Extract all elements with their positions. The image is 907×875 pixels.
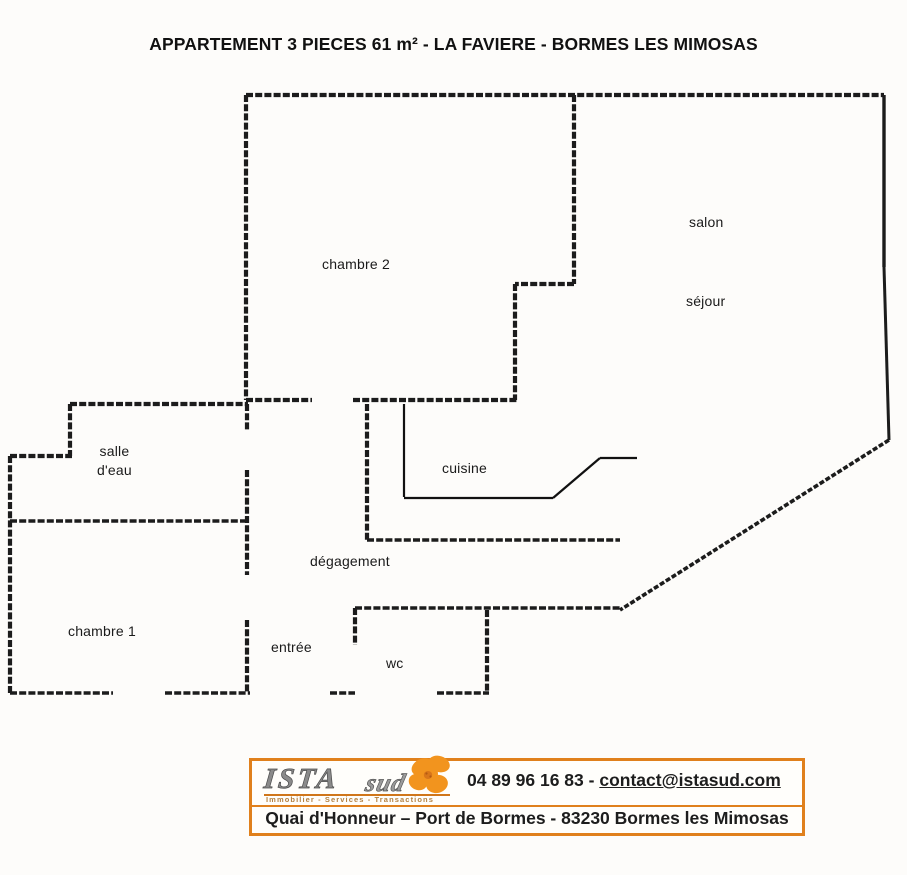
room-label-chambre-1: chambre 1 — [68, 623, 136, 639]
agency-separator: - — [583, 770, 600, 790]
walls-group — [7, 92, 891, 695]
agency-email[interactable]: contact@istasud.com — [599, 770, 781, 790]
logo-underline — [264, 794, 450, 796]
room-label-sejour: séjour — [686, 293, 726, 309]
agency-address: Quai d'Honneur – Port de Bormes - 83230 … — [265, 808, 789, 828]
room-label-salle-d-eau: salle d'eau — [97, 442, 132, 480]
room-label-wc: wc — [386, 655, 404, 671]
flower-icon — [408, 755, 450, 794]
agency-banner-top-row: ISTA sud Immobilier - Services - Transac… — [252, 755, 802, 807]
counter-diagonal-line — [552, 457, 601, 499]
wall-right-outer-lower — [882, 266, 891, 441]
room-label-salle-d-eau-line1: salle — [99, 443, 130, 459]
room-label-cuisine: cuisine — [442, 460, 487, 476]
agency-banner: ISTA sud Immobilier - Services - Transac… — [249, 755, 805, 836]
agency-phone: 04 89 96 16 83 — [467, 770, 584, 790]
room-label-entree: entrée — [271, 639, 312, 655]
logo-text-ista: ISTA — [262, 763, 341, 796]
cuisine-counter-group — [402, 404, 637, 500]
page-title: APPARTEMENT 3 PIECES 61 m² - LA FAVIERE … — [149, 34, 758, 54]
wall-diagonal-outer — [619, 438, 890, 612]
room-label-salle-d-eau-line2: d'eau — [97, 461, 132, 478]
room-label-salon: salon — [689, 214, 724, 230]
agency-contact-line: 04 89 96 16 83 - contact@istasud.com — [467, 770, 781, 791]
agency-logo: ISTA sud Immobilier - Services - Transac… — [258, 755, 466, 805]
room-label-degagement: dégagement — [310, 553, 390, 569]
logo-tagline: Immobilier - Services - Transactions — [266, 795, 434, 804]
room-label-chambre-2: chambre 2 — [322, 256, 390, 272]
